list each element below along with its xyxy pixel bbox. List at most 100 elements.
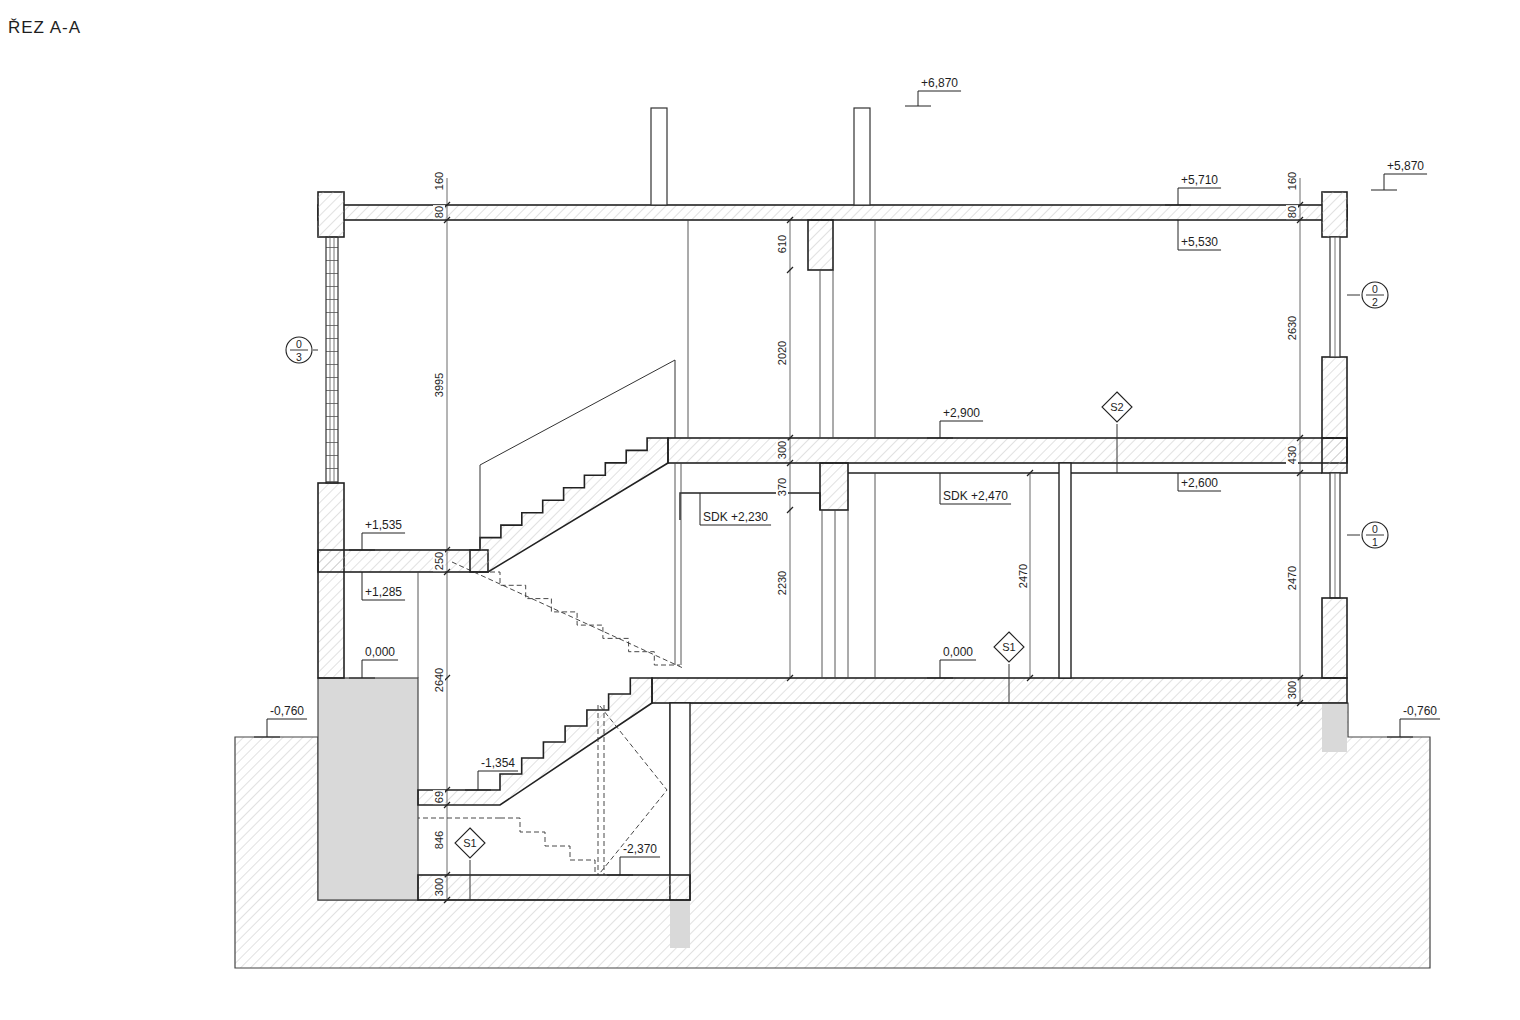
level-value: +6,870 — [921, 76, 958, 90]
level-tick — [1178, 473, 1179, 491]
level-base — [927, 438, 953, 439]
level-line — [918, 91, 961, 92]
level-tick — [700, 493, 701, 525]
level-tick — [918, 91, 919, 106]
level-line — [362, 533, 405, 534]
level-tick — [478, 771, 479, 790]
level-line — [1384, 174, 1427, 175]
level-base — [349, 678, 375, 679]
level-tick — [267, 719, 268, 737]
dimension-value: 160 — [433, 171, 445, 191]
level-line — [267, 719, 307, 720]
marker-outline — [286, 337, 312, 363]
level-line — [1178, 188, 1221, 189]
marker-outline — [1362, 282, 1388, 308]
dimension-value: 2230 — [776, 570, 788, 596]
dimension-value: 250 — [433, 551, 445, 571]
level-base — [1387, 737, 1413, 738]
level-base — [905, 106, 931, 107]
level-tick — [940, 660, 941, 678]
level-line — [1400, 719, 1440, 720]
level-value: -1,354 — [481, 756, 515, 770]
level-value: +5,530 — [1181, 235, 1218, 249]
marker-text: 0 — [1361, 523, 1389, 535]
dimension-value: 300 — [433, 877, 445, 897]
level-value: -2,370 — [623, 842, 657, 856]
level-tick — [940, 421, 941, 438]
level-tick — [362, 572, 363, 600]
marker-outline — [455, 828, 485, 858]
level-base — [465, 790, 491, 791]
dimension-value: 80 — [433, 205, 445, 219]
level-line — [940, 660, 976, 661]
marker-outline — [994, 632, 1024, 662]
dimension-value: 2640 — [433, 667, 445, 693]
level-line — [940, 504, 1011, 505]
marker-text: 3 — [285, 351, 313, 363]
level-tick — [620, 857, 621, 875]
level-base — [607, 875, 633, 876]
dimension-value: 2470 — [1286, 565, 1298, 591]
level-value: 0,000 — [365, 645, 395, 659]
level-tick — [1178, 188, 1179, 205]
dimension-value: 846 — [433, 830, 445, 850]
level-value: -0,760 — [270, 704, 304, 718]
marker-text: S2 — [1101, 401, 1133, 413]
section-marker: S1 — [454, 827, 486, 859]
dimension-value: 610 — [776, 234, 788, 254]
window-marker: 01 — [1361, 521, 1389, 549]
drawing-title: ŘEZ A-A — [8, 18, 81, 38]
dimension-value: 370 — [776, 477, 788, 497]
level-line — [700, 525, 771, 526]
window-marker: 02 — [1361, 281, 1389, 309]
dimension-value: 2020 — [776, 340, 788, 366]
level-value: +2,600 — [1181, 476, 1218, 490]
dimension-value: 430 — [1286, 445, 1298, 465]
dimension-value: 3995 — [433, 372, 445, 398]
level-tick — [940, 473, 941, 504]
window-marker: 03 — [285, 336, 313, 364]
dimension-value: 300 — [1286, 680, 1298, 700]
level-line — [362, 660, 398, 661]
marker-text: 0 — [1361, 283, 1389, 295]
level-value: SDK +2,230 — [703, 510, 768, 524]
level-tick — [362, 660, 363, 678]
level-line — [1178, 491, 1221, 492]
dimension-value: 300 — [776, 440, 788, 460]
level-base — [1371, 190, 1397, 191]
section-marker: S2 — [1101, 391, 1133, 423]
level-line — [940, 421, 983, 422]
dimension-value: 80 — [1286, 205, 1298, 219]
level-value: -0,760 — [1403, 704, 1437, 718]
level-base — [1165, 205, 1191, 206]
level-value: +2,900 — [943, 406, 980, 420]
level-line — [1178, 250, 1221, 251]
level-base — [927, 678, 953, 679]
level-line — [478, 771, 518, 772]
level-line — [620, 857, 660, 858]
level-tick — [1400, 719, 1401, 737]
dimension-value: 69 — [433, 790, 445, 804]
dimension-value: 2470 — [1017, 563, 1029, 589]
level-base — [254, 737, 280, 738]
section-marker: S1 — [993, 631, 1025, 663]
marker-text: 1 — [1361, 536, 1389, 548]
level-value: +1,535 — [365, 518, 402, 532]
level-tick — [1384, 174, 1385, 190]
marker-outline — [1362, 522, 1388, 548]
marker-text: 2 — [1361, 296, 1389, 308]
level-base — [349, 550, 375, 551]
marker-outline — [1102, 392, 1132, 422]
dimension-value: 2630 — [1286, 315, 1298, 341]
level-value: 0,000 — [943, 645, 973, 659]
dimension-value: 160 — [1286, 171, 1298, 191]
marker-text: S1 — [454, 837, 486, 849]
level-value: +5,870 — [1387, 159, 1424, 173]
marker-text: 0 — [285, 338, 313, 350]
level-tick — [362, 533, 363, 550]
level-value: +1,285 — [365, 585, 402, 599]
level-value: SDK +2,470 — [943, 489, 1008, 503]
level-tick — [1178, 220, 1179, 250]
marker-text: S1 — [993, 641, 1025, 653]
